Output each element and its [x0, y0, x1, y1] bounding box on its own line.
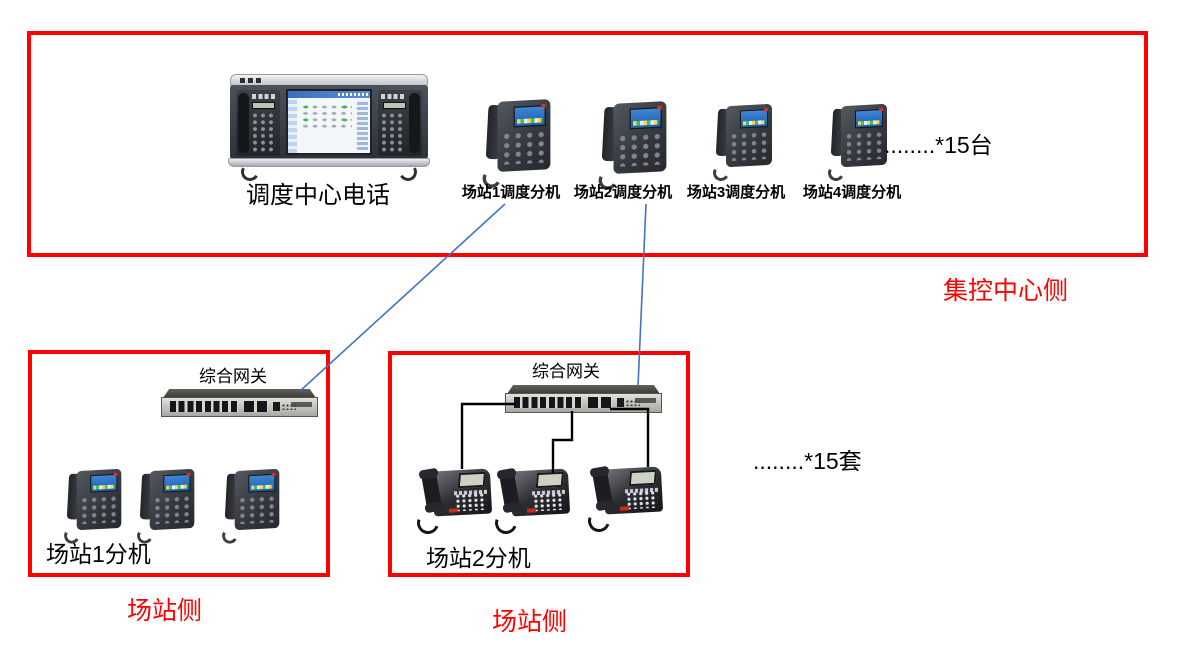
console-small-lcd [383, 102, 406, 109]
control-center-boundary-box [27, 31, 1148, 257]
dispatch-console-image [228, 74, 430, 184]
station2-side-label: 场站侧 [492, 608, 568, 636]
ip-phone-ext4 [826, 102, 891, 183]
phone-red-button [448, 508, 459, 513]
gateway1-label: 综合网关 [199, 367, 267, 386]
phone-body [76, 468, 122, 531]
phone-keypad [626, 490, 658, 510]
phone-body [841, 103, 887, 168]
ext4-label: 场站4调度分机 [802, 184, 902, 201]
station1-ip-phone-3 [220, 467, 283, 546]
phone-screen [163, 473, 191, 493]
more-sets-text: ........*15套 [753, 448, 862, 474]
station1-extensions-label: 场站1分机 [46, 541, 151, 567]
phone-keypad [846, 132, 882, 161]
console-keypad [252, 113, 277, 153]
phone-body [726, 103, 772, 168]
phone-keypad [533, 492, 565, 512]
touchscreen-sidebar [288, 98, 297, 153]
gateway-indicators [273, 402, 296, 411]
station2-boundary-box [388, 351, 690, 577]
ip-phone-ext1 [480, 97, 555, 190]
station2-analog-phone-2 [491, 464, 571, 538]
console-bottom-rail [228, 158, 430, 167]
phone-screen [629, 107, 662, 130]
phone-lcd [535, 471, 564, 489]
gateway2-label: 综合网关 [532, 362, 600, 381]
more-units-text: ........*15台 [884, 132, 993, 158]
phone-keypad [455, 492, 487, 512]
console-keypad [381, 113, 406, 153]
phone-screen [855, 109, 883, 129]
gateway-brand-mark [291, 402, 312, 407]
station2-extensions-label: 场站2分机 [426, 545, 531, 571]
console-left-handset-module [236, 90, 280, 156]
phone-screen [248, 473, 276, 493]
console-small-lcd [252, 102, 275, 109]
phone-keypad [503, 131, 545, 165]
console-label: 调度中心电话 [246, 182, 390, 209]
console-button-row [381, 94, 406, 99]
phone-keypad [619, 133, 661, 167]
phone-screen [513, 105, 546, 128]
console-leds [240, 78, 263, 83]
gateway-front-panel [505, 393, 662, 413]
touchscreen-right-list [357, 100, 368, 150]
station1-side-label: 场站侧 [127, 597, 203, 625]
console-right-handset-module [378, 90, 422, 156]
station1-boundary-box [28, 350, 330, 577]
phone-keypad [731, 132, 767, 161]
station2-analog-phone-3 [584, 462, 664, 536]
phone-body [497, 99, 551, 172]
phone-body [613, 101, 667, 174]
ip-phone-ext3 [711, 102, 776, 183]
phone-keypad [81, 496, 117, 525]
phone-keypad [239, 496, 275, 525]
gateway-top-panel [163, 389, 316, 398]
gateway-wan-ports [588, 397, 612, 408]
station1-ip-phone-2 [135, 467, 198, 546]
phone-lcd [457, 471, 486, 489]
touchscreen-button-grid [301, 104, 352, 130]
phone-red-button [526, 508, 537, 513]
ext2-label: 场站2调度分机 [573, 184, 673, 201]
gateway-front-panel [161, 397, 318, 417]
gateway2-image [505, 385, 662, 413]
gateway-brand-mark [635, 398, 656, 403]
station2-analog-phone-1 [413, 464, 493, 538]
gateway-ports [514, 397, 582, 408]
console-button-row [252, 94, 277, 99]
handset-icon [409, 93, 420, 153]
gateway-indicators [617, 398, 640, 407]
phone-red-button [619, 506, 630, 511]
gateway1-image [161, 389, 318, 417]
console-touchscreen [286, 89, 372, 155]
gateway-ports [170, 401, 238, 412]
phone-keypad [154, 496, 190, 525]
phone-screen [740, 109, 768, 129]
phone-body [234, 468, 280, 531]
phone-lcd [628, 469, 657, 487]
gateway-wan-ports [244, 401, 268, 412]
phone-body [149, 468, 195, 531]
ip-phone-ext2 [596, 99, 671, 192]
touchscreen-titlebar [288, 91, 370, 98]
station1-ip-phone-1 [62, 467, 125, 546]
phone-screen [90, 473, 118, 493]
handset-icon [238, 93, 249, 153]
gateway-top-panel [507, 385, 660, 394]
ext1-label: 场站1调度分机 [461, 184, 561, 201]
ext3-label: 场站3调度分机 [686, 184, 786, 201]
control-center-side-label: 集控中心侧 [943, 277, 1069, 305]
